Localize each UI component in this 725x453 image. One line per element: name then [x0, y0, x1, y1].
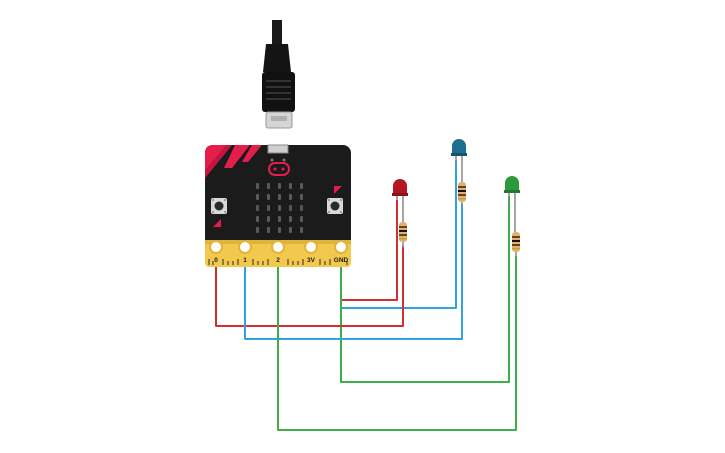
- usb-cable: [262, 20, 295, 129]
- pin-label-0: 0: [214, 257, 218, 264]
- pin-label-2: 2: [276, 257, 280, 264]
- touch-logo: [268, 162, 290, 176]
- red-led: [393, 179, 407, 195]
- button-a-marker: [213, 219, 221, 227]
- green-led: [505, 176, 519, 192]
- pin-label-gnd: GND: [334, 257, 349, 264]
- pin-1-pad: [238, 240, 252, 254]
- pin-label-3v: 3V: [307, 257, 316, 264]
- pin-2-pad: [271, 240, 285, 254]
- wires: [215, 160, 517, 431]
- blue-led-assembly: [451, 139, 467, 206]
- microbit-board: 0 1 2 3V GND: [205, 144, 351, 267]
- button-b[interactable]: [327, 198, 343, 214]
- green-led-resistor: [512, 232, 520, 258]
- blue-led: [452, 139, 466, 155]
- green-led-assembly: [504, 176, 520, 258]
- red-led-resistor: [399, 222, 407, 248]
- button-a[interactable]: [211, 198, 227, 214]
- blue-led-resistor: [458, 182, 466, 206]
- wire-pin1-blue-resistor: [244, 204, 463, 340]
- button-b-marker: [334, 186, 342, 194]
- pin-gnd-pad: [334, 240, 348, 254]
- led-matrix: [256, 183, 303, 233]
- pin-3v-pad: [304, 240, 318, 254]
- pin-label-1: 1: [243, 257, 247, 264]
- wire-pin0-red-resistor: [215, 246, 404, 327]
- wire-gnd-green-led: [340, 196, 510, 383]
- red-led-assembly: [392, 179, 408, 248]
- wire-pin2-green-resistor: [277, 252, 517, 431]
- pin-0-pad: [209, 240, 223, 254]
